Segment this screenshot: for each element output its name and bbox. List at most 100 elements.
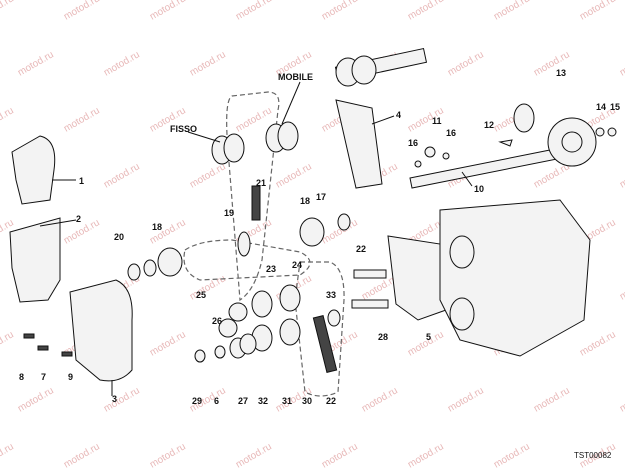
timing-belt-upper bbox=[226, 91, 280, 302]
watermark: motod.ru bbox=[234, 0, 274, 23]
watermark: motod.ru bbox=[492, 441, 532, 468]
watermark: motod.ru bbox=[618, 385, 625, 414]
cam-gear-b bbox=[351, 55, 377, 85]
engine-pulley-upper bbox=[449, 235, 475, 269]
callout-28: 28 bbox=[378, 332, 388, 342]
part-pulley-31 bbox=[279, 318, 301, 346]
part-washer-14 bbox=[595, 127, 605, 137]
bolt-8 bbox=[23, 333, 35, 339]
watermark: motod.ru bbox=[0, 105, 16, 134]
callout-10: 10 bbox=[474, 184, 484, 194]
part-belt-22-lower bbox=[312, 315, 338, 373]
callout-30: 30 bbox=[302, 396, 312, 406]
part-nut-30 bbox=[194, 349, 206, 363]
callout-3: 3 bbox=[112, 394, 117, 404]
callout-19: 19 bbox=[224, 208, 234, 218]
part-clip-11 bbox=[424, 146, 436, 158]
watermark: motod.ru bbox=[618, 273, 625, 302]
callout-33: 33 bbox=[326, 290, 336, 300]
tag-fixed: FISSO bbox=[170, 124, 197, 134]
watermark: motod.ru bbox=[62, 441, 102, 468]
watermark: motod.ru bbox=[578, 329, 618, 358]
part-disc-19 bbox=[237, 231, 251, 257]
watermark: motod.ru bbox=[0, 329, 16, 358]
part-key-12 bbox=[498, 139, 513, 147]
part-cover-upper bbox=[11, 135, 56, 205]
timing-belt-lower bbox=[294, 261, 345, 397]
callout-9: 9 bbox=[68, 372, 73, 382]
part-pulley-25 bbox=[251, 290, 273, 318]
watermark: motod.ru bbox=[360, 385, 400, 414]
watermark: motod.ru bbox=[618, 49, 625, 78]
watermark: motod.ru bbox=[578, 0, 618, 23]
callout-4: 4 bbox=[396, 110, 401, 120]
watermark: motod.ru bbox=[234, 441, 274, 468]
part-ring-21 bbox=[127, 263, 141, 281]
part-bracket-4 bbox=[335, 99, 383, 189]
leader-2 bbox=[39, 219, 77, 227]
leader-mobile bbox=[281, 81, 301, 125]
watermark: motod.ru bbox=[102, 161, 142, 190]
bolt-7 bbox=[37, 345, 49, 351]
timing-belt-side bbox=[183, 239, 311, 281]
callout-32: 32 bbox=[258, 396, 268, 406]
engine-pulley-lower bbox=[449, 297, 475, 331]
part-ring-33 bbox=[239, 333, 257, 355]
callout-23: 23 bbox=[266, 264, 276, 274]
watermark: motod.ru bbox=[16, 49, 56, 78]
part-cover-lower bbox=[69, 279, 133, 382]
part-pulley-24 bbox=[279, 284, 301, 312]
part-gear-18-upper bbox=[299, 217, 325, 247]
callout-13: 13 bbox=[556, 68, 566, 78]
callout-17: 17 bbox=[316, 192, 326, 202]
part-pin-16a bbox=[414, 160, 422, 168]
mobile-pulley bbox=[265, 121, 299, 153]
watermark: motod.ru bbox=[102, 49, 142, 78]
watermark: motod.ru bbox=[0, 441, 16, 468]
watermark: motod.ru bbox=[62, 0, 102, 23]
callout-7: 7 bbox=[41, 372, 46, 382]
callout-8: 8 bbox=[19, 372, 24, 382]
part-washer-20 bbox=[143, 259, 157, 277]
watermark: motod.ru bbox=[148, 329, 188, 358]
part-cover-middle bbox=[9, 217, 61, 303]
lower-pulley-stack bbox=[194, 284, 341, 363]
watermark: motod.ru bbox=[320, 0, 360, 23]
part-nut-6 bbox=[214, 345, 226, 359]
part-ring-27 bbox=[218, 318, 238, 338]
drawing-code: TST00082 bbox=[574, 451, 612, 460]
part-gear-18-lower bbox=[157, 247, 183, 277]
watermark: motod.ru bbox=[618, 161, 625, 190]
bolt-9 bbox=[61, 351, 73, 357]
callout-15: 15 bbox=[610, 102, 620, 112]
tag-mobile: MOBILE bbox=[278, 72, 313, 82]
timing-belts bbox=[183, 91, 345, 397]
callout-26: 26 bbox=[212, 316, 222, 326]
watermark: motod.ru bbox=[532, 161, 572, 190]
callout-12: 12 bbox=[484, 120, 494, 130]
watermark: motod.ru bbox=[320, 441, 360, 468]
callout-14: 14 bbox=[596, 102, 606, 112]
engine-block bbox=[439, 199, 591, 357]
leader-4 bbox=[371, 115, 395, 125]
callout-22: 22 bbox=[356, 244, 366, 254]
watermark: motod.ru bbox=[446, 385, 486, 414]
part-ring-34 bbox=[327, 309, 341, 327]
watermark: motod.ru bbox=[148, 0, 188, 23]
callout-24: 24 bbox=[292, 260, 302, 270]
callout-16: 16 bbox=[408, 138, 418, 148]
watermark: motod.ru bbox=[148, 441, 188, 468]
callout-6: 6 bbox=[214, 396, 219, 406]
part-spacer-17 bbox=[337, 213, 351, 231]
callout-29: 29 bbox=[192, 396, 202, 406]
watermark: motod.ru bbox=[188, 161, 228, 190]
callout-5: 5 bbox=[426, 332, 431, 342]
watermark: motod.ru bbox=[446, 49, 486, 78]
part-spring-22-upper bbox=[251, 185, 261, 221]
watermark: motod.ru bbox=[188, 273, 228, 302]
watermark: motod.ru bbox=[62, 105, 102, 134]
watermark: motod.ru bbox=[188, 49, 228, 78]
fixed-pulley bbox=[211, 133, 245, 165]
